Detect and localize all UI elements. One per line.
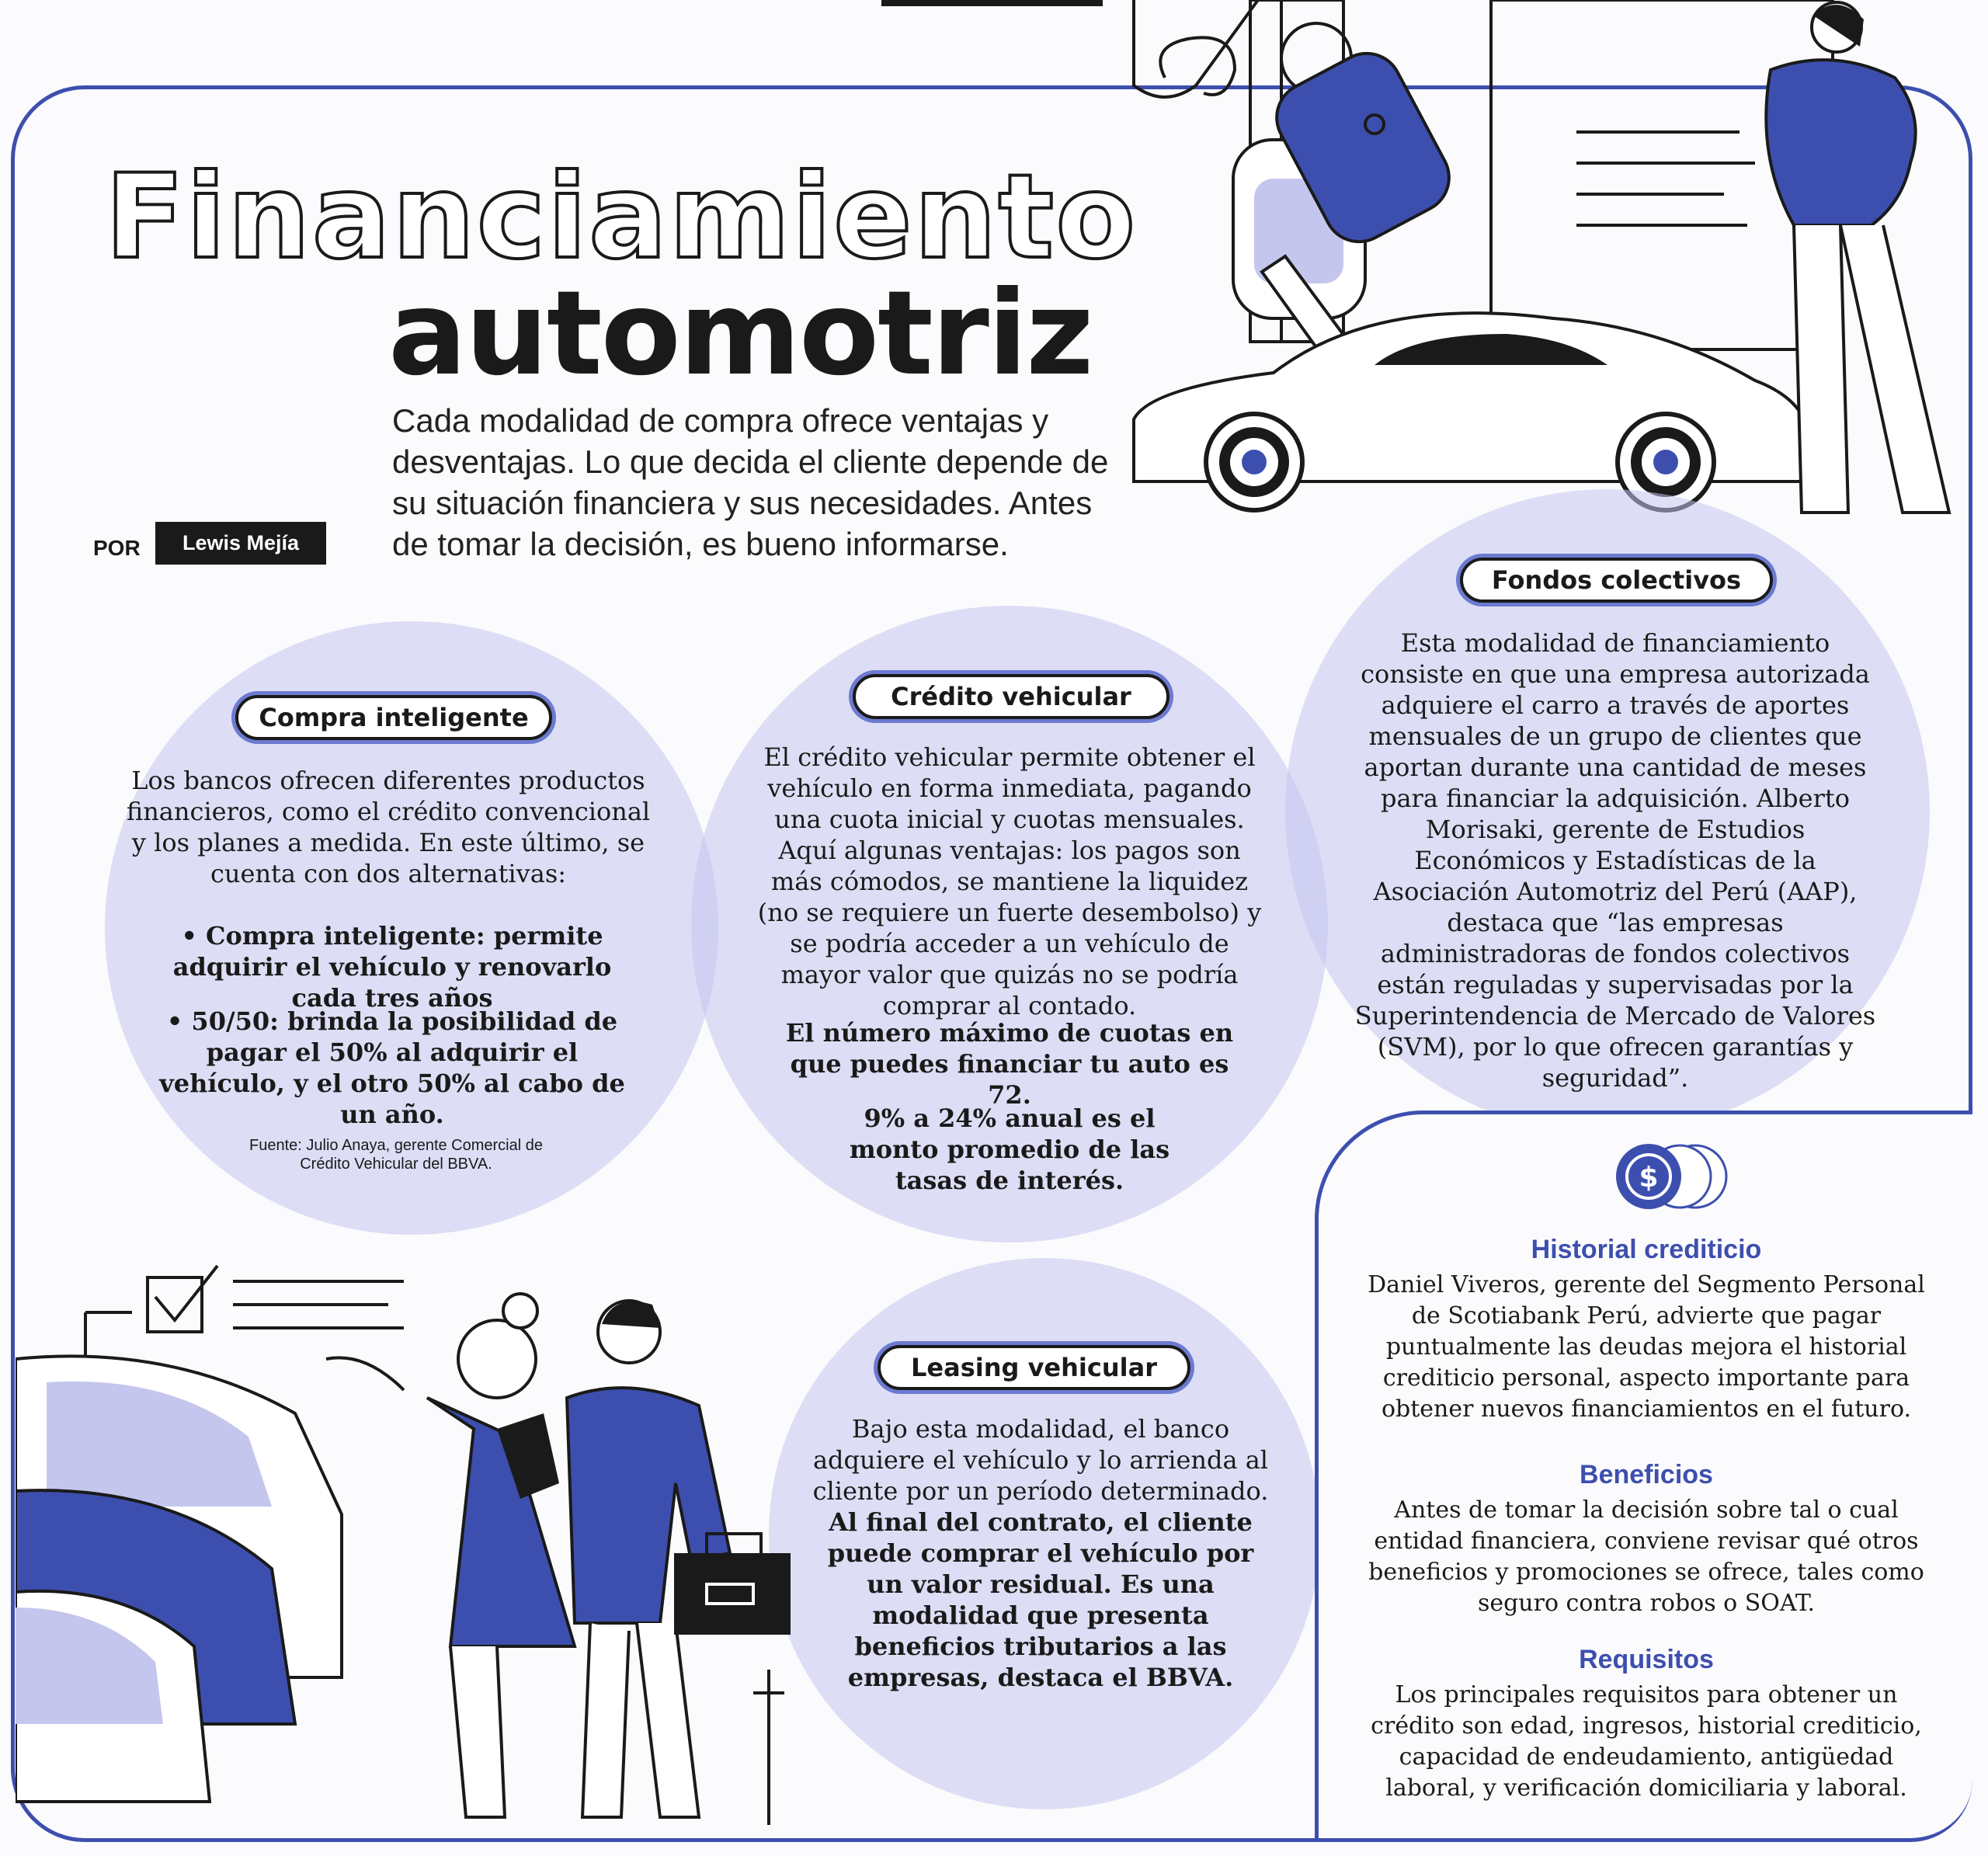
title-line-1: Financiamiento (103, 150, 1138, 285)
requisitos-title: Requisitos (1579, 1645, 1714, 1674)
beneficios-title: Beneficios (1580, 1460, 1713, 1489)
leasing-body: Bajo esta modalidad, el banco adquiere e… (812, 1414, 1269, 1506)
top-rule (881, 0, 1103, 6)
historial-body: Daniel Viveros, gerente del Segmento Per… (1368, 1271, 1925, 1423)
compra-bullet-2: • 50/50: brinda la posibilidad de pagar … (159, 1006, 625, 1129)
credito-body: El crédito vehicular permite obtener el … (757, 742, 1262, 1020)
author-badge: Lewis Mejía (155, 522, 326, 565)
historial-title: Historial crediticio (1531, 1235, 1762, 1264)
title-line-2: automotriz (388, 266, 1094, 401)
sidebar-panel (1315, 1110, 1972, 1842)
pill-credito-vehicular: Crédito vehicular (853, 674, 1170, 719)
compra-body: Los bancos ofrecen diferentes productos … (126, 766, 651, 888)
pill-leasing-vehicular: Leasing vehicular (878, 1345, 1190, 1390)
intro-text: Cada modalidad de compra ofrece ventajas… (392, 402, 1109, 562)
byline-label: POR (93, 536, 141, 560)
people-cars-illustration (16, 1264, 791, 1825)
svg-text:$: $ (1639, 1162, 1658, 1194)
compra-source: Fuente: Julio Anaya, gerente Comercial d… (249, 1137, 543, 1173)
pill-compra-inteligente: Compra inteligente (235, 695, 552, 740)
article-frame (11, 85, 1972, 1842)
car-key-illustration (1132, 0, 1952, 514)
pill-fondos-colectivos: Fondos colectivos (1460, 558, 1773, 603)
credito-fact-2: 9% a 24% anual es el monto promedio de l… (849, 1104, 1170, 1195)
dollar-coin-icon: $ (1616, 1144, 1728, 1209)
credito-fact-1: El número máximo de cuotas en que puedes… (785, 1018, 1234, 1110)
fondos-body: Esta modalidad de financiamiento consist… (1354, 628, 1876, 1093)
requisitos-body: Los principales requisitos para obtener … (1371, 1681, 1922, 1802)
beneficios-body: Antes de tomar la decisión sobre tal o c… (1368, 1496, 1924, 1617)
leasing-body-bold: Al final del contrato, el cliente puede … (827, 1507, 1254, 1692)
compra-bullet-1: • Compra inteligente: permite adquirir e… (172, 921, 612, 1013)
